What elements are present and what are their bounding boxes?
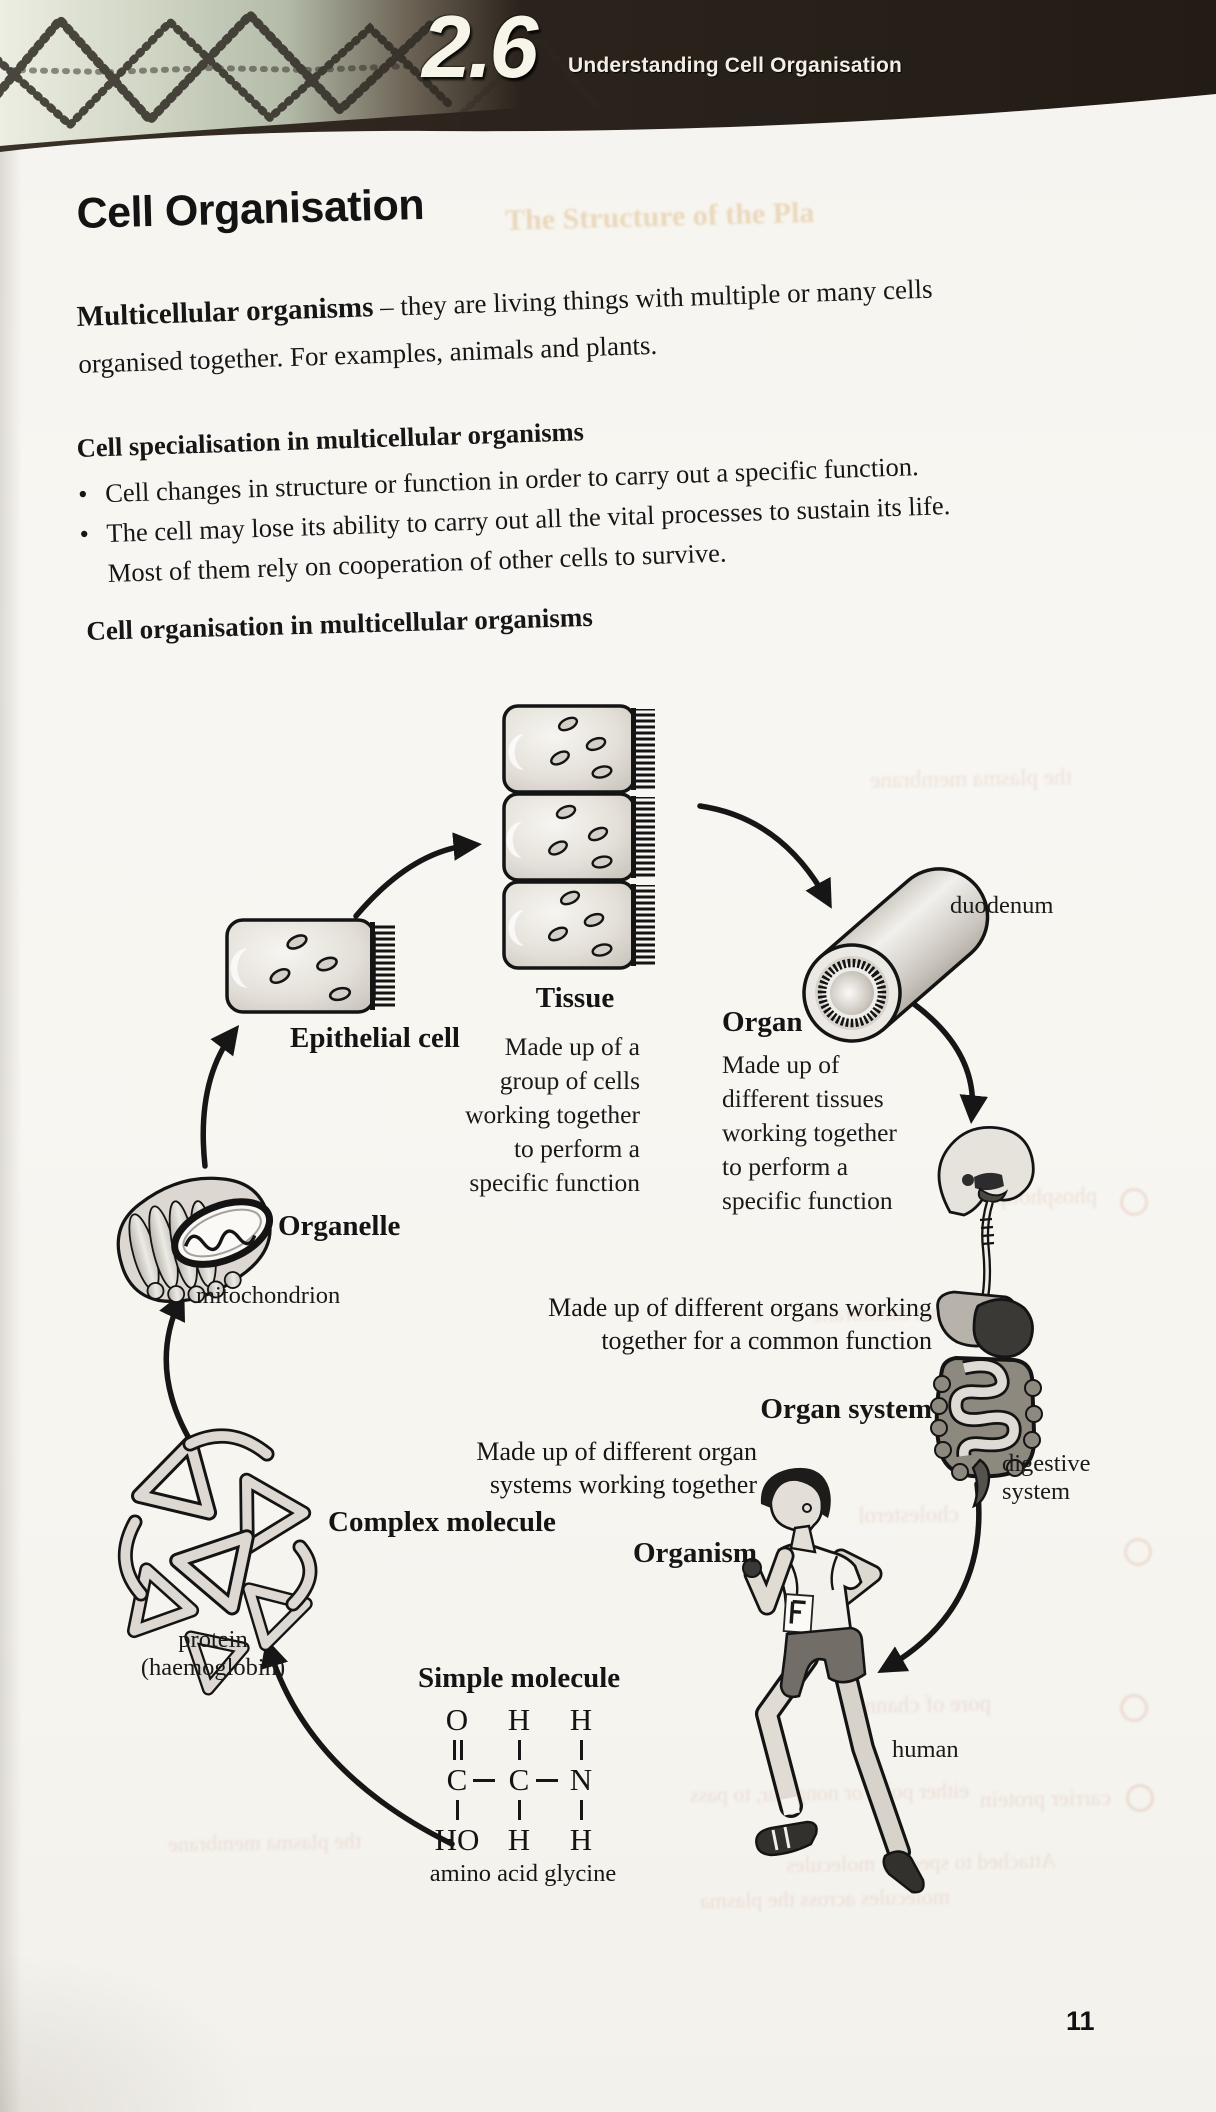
arrow-organelle-to-cell	[200, 1025, 240, 1169]
bleedthrough-bullet	[1124, 1538, 1152, 1566]
chapter-title: Understanding Cell Organisation	[568, 54, 903, 77]
digestive-system-illustration	[930, 1126, 1043, 1509]
atom-H: H	[507, 1822, 531, 1857]
atom-H: H	[569, 1702, 593, 1737]
duodenum-label: duodenum	[950, 892, 1054, 919]
organ-label: Organ	[722, 1006, 803, 1038]
atom-HO: HO	[434, 1822, 480, 1857]
epithelial-cell-label: Epithelial cell	[290, 1022, 460, 1054]
single-bond	[456, 1800, 459, 1820]
single-bond	[580, 1800, 583, 1820]
organ-system-block: Made up of different organs working toge…	[470, 1258, 932, 1459]
arrow-organ-to-organsystem	[911, 1001, 989, 1124]
organism-block: Made up of different organ systems worki…	[400, 1402, 757, 1603]
scan-edge-shadow	[0, 130, 22, 2112]
single-bond	[518, 1740, 521, 1760]
header-band-shape	[0, 0, 1216, 152]
tissue-label: Tissue	[535, 982, 615, 1014]
mitochondrion-illustration	[116, 1176, 274, 1304]
single-bond	[473, 1779, 495, 1782]
scan-corner-shadow	[0, 1950, 260, 2112]
human-label: human	[892, 1736, 959, 1763]
dna-helix-photo	[0, 8, 604, 131]
double-bond	[460, 1740, 463, 1760]
tissue-description: Made up of a group of cells working toge…	[465, 1032, 640, 1197]
epithelial-cell-illustration	[225, 918, 395, 1014]
chapter-header-band: 2.6 Understanding Cell Organisation	[0, 0, 1216, 170]
double-bond	[453, 1740, 456, 1760]
organ-system-label: Organ system	[760, 1393, 932, 1425]
atom-C: C	[446, 1762, 468, 1797]
organ-system-description: Made up of different organs working toge…	[548, 1293, 932, 1355]
tissue-illustration	[502, 704, 655, 970]
arrow-simplemolecule-to-complexmolecule	[260, 1638, 455, 1847]
single-bond	[580, 1740, 583, 1760]
simple-molecule-label: Simple molecule	[418, 1662, 621, 1694]
mitochondrion-label: mitochondrion	[196, 1282, 341, 1309]
bleedthrough-bullet	[1120, 1188, 1148, 1216]
protein-illustration	[117, 1428, 318, 1696]
organ-description: Made up of different tissues working tog…	[722, 1050, 897, 1215]
atom-H: H	[569, 1822, 593, 1857]
complex-molecule-label: Complex molecule	[328, 1506, 556, 1538]
glycine-structure: O H H C C N HO H H	[435, 1702, 627, 1857]
organism-label: Organism	[632, 1537, 757, 1569]
human-runner-illustration	[742, 1467, 925, 1894]
duodenum-illustration	[802, 867, 990, 1043]
chapter-number: 2.6	[422, 0, 538, 96]
atom-C: C	[508, 1762, 530, 1797]
atom-H: H	[507, 1702, 531, 1737]
atom-O: O	[445, 1702, 469, 1737]
protein-label: protein (haemoglobin)	[140, 1626, 286, 1681]
single-bond	[518, 1800, 521, 1820]
organelle-label: Organelle	[278, 1210, 401, 1242]
bleedthrough-bullet	[1126, 1784, 1154, 1812]
atom-N: N	[569, 1762, 593, 1797]
arrow-organsystem-to-organism	[877, 1481, 982, 1673]
arrow-tissue-to-organ	[697, 803, 832, 909]
glycine-caption: amino acid glycine	[429, 1860, 617, 1887]
page-number: 11	[1066, 2006, 1095, 2036]
arrow-complexmolecule-to-organelle	[159, 1290, 199, 1453]
digestive-system-label: digestive system	[1002, 1450, 1091, 1505]
organism-description: Made up of different organ systems worki…	[476, 1437, 757, 1499]
single-bond	[536, 1779, 558, 1782]
bleedthrough-bullet	[1120, 1694, 1148, 1722]
arrow-cell-to-tissue	[353, 832, 482, 919]
